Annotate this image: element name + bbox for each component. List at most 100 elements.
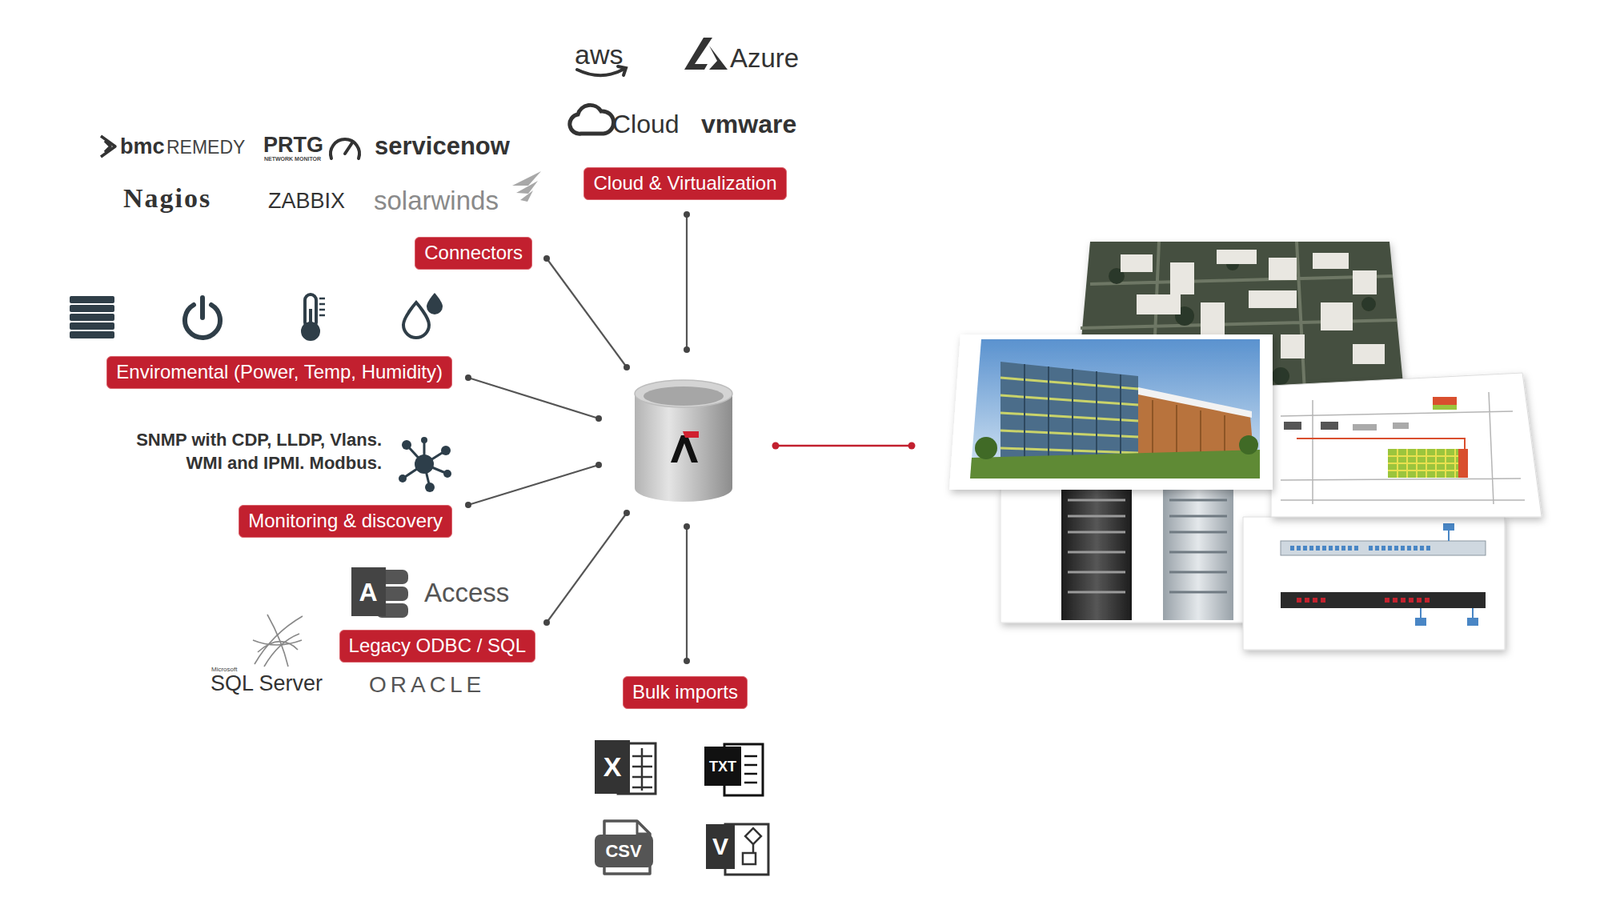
visio-icon [705,824,735,870]
logo-text: servicenow [374,133,510,159]
humidity-icon [403,292,443,338]
server-icon [69,313,115,321]
visio-icon [742,853,756,865]
campus-map [1352,270,1377,295]
sql-server-icon [257,641,298,653]
logo-text: Nagios [123,184,212,213]
txt-icon [744,756,758,783]
azure-icon [709,45,728,70]
label-box: aws [574,40,623,69]
campus-map [1320,302,1353,331]
campus-map [1120,254,1153,273]
excel-icon [632,748,653,791]
building-photo [1000,377,1139,454]
network-icon [421,437,428,444]
logo-text: Cloud [612,111,680,137]
category-pill: Cloud & Virtualization [583,167,786,201]
device-view [1467,617,1479,626]
label-box: REMEDY [166,138,245,157]
leader-dot [623,509,630,517]
label-box: servicenow [374,133,510,159]
database-cylinder [682,431,699,438]
icon-letter: A [358,579,377,606]
campus-map [1170,262,1195,295]
icon-letter: X [603,753,622,781]
leader-dot [683,346,690,353]
database-cylinder [634,380,733,408]
pill-label: Cloud & Virtualization [593,172,777,196]
leader-line [468,377,599,419]
logo-text: PRTG [263,134,324,157]
cloud-icon [569,104,614,134]
logo-text: SQL Server [210,673,323,695]
solarwinds-bird [512,171,542,202]
icon-letter: TXT [709,759,737,774]
txt-icon [704,746,742,786]
label-box: Azure [729,44,799,72]
server-icon [69,322,115,330]
floor-plan [1280,392,1525,505]
device-view [1243,517,1505,650]
leader-dot [543,619,550,626]
leader-dot [465,501,472,509]
network-icon [401,440,412,450]
solarwinds-bird [520,190,534,202]
logo-subtext: Microsoft [211,666,237,674]
campus-map [1268,257,1297,281]
leader-dot [543,255,550,262]
visio-icon [705,824,769,875]
campus-map [1352,344,1385,365]
icon-letter: V [712,834,729,859]
category-pill: Legacy ODBC / SQL [339,629,536,663]
network-icon [402,440,448,488]
building-photo [1152,400,1225,460]
azure-icon [684,37,713,70]
floor-plan [1271,372,1542,518]
output-line [772,442,916,450]
label-box: V [712,834,729,859]
category-pill: Bulk imports [622,676,748,710]
campus-map [1248,290,1297,309]
category-pill: Monitoring & discovery [238,505,453,538]
logo-subtext: NETWORK MONITOR [264,156,321,162]
thermometer-icon [308,308,313,329]
network-icon [414,454,434,474]
floor-plan [1387,449,1468,478]
rack-view [1067,500,1126,593]
logo-text: ZABBIX [268,190,345,213]
leader-dot [465,374,472,381]
logo-text: Azure [729,44,799,72]
floor-plan [1392,422,1409,430]
label-box: PRTG [263,134,324,157]
label-box: Nagios [123,184,212,213]
database-cylinder [634,393,733,502]
network-icon [398,437,452,493]
floor-plan [1387,449,1468,478]
rack-view [1061,488,1132,621]
label-box: TXT [709,759,737,774]
pill-label: Legacy ODBC / SQL [348,634,526,658]
leader-dot [623,364,630,371]
label-box: Access [424,579,510,606]
floor-plan [1458,449,1468,478]
server-icon [69,331,115,339]
output-line [908,442,916,450]
protocol-note: SNMP with CDP, LLDP, Vlans. WMI and IPMI… [109,428,382,475]
humidity-icon [403,302,430,338]
access-icon [351,567,409,618]
building-photo [974,437,998,460]
building-photo [949,334,1273,490]
floor-plan [1352,424,1377,431]
label-box: X [603,753,622,781]
pill-label: Bulk imports [632,681,738,705]
logo-text: aws [574,40,623,69]
humidity-icon [426,292,443,315]
server-icon [69,304,115,313]
label-box: CSV [605,842,642,861]
leader-dot [595,415,602,422]
logo-text: ORACLE [368,673,486,697]
floor-plan [1320,421,1339,430]
